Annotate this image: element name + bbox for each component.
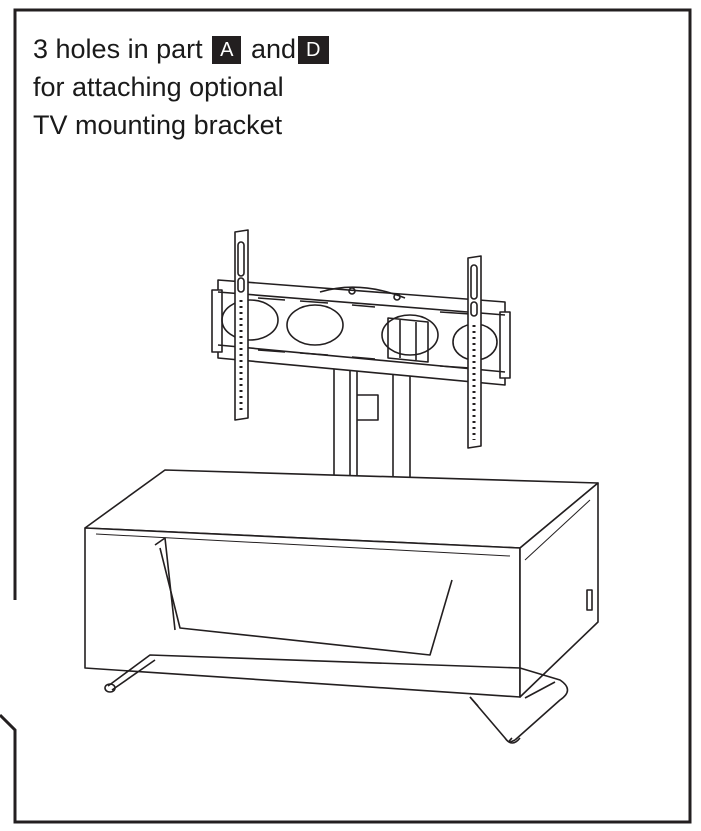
frame-border [0, 8, 692, 824]
part-a-label: A [212, 36, 242, 64]
base-frame [104, 654, 569, 744]
left-vertical-arm [234, 229, 249, 421]
caption-line-2: for attaching optional [33, 72, 284, 102]
part-d-label: D [298, 36, 329, 64]
caption-line-3: TV mounting bracket [33, 110, 283, 140]
right-vertical-arm [467, 255, 482, 449]
caption-conjunction: and [250, 34, 297, 64]
caption-prefix: 3 holes in part [33, 34, 203, 64]
cabinet [84, 469, 599, 698]
horizontal-bracket [211, 279, 511, 386]
